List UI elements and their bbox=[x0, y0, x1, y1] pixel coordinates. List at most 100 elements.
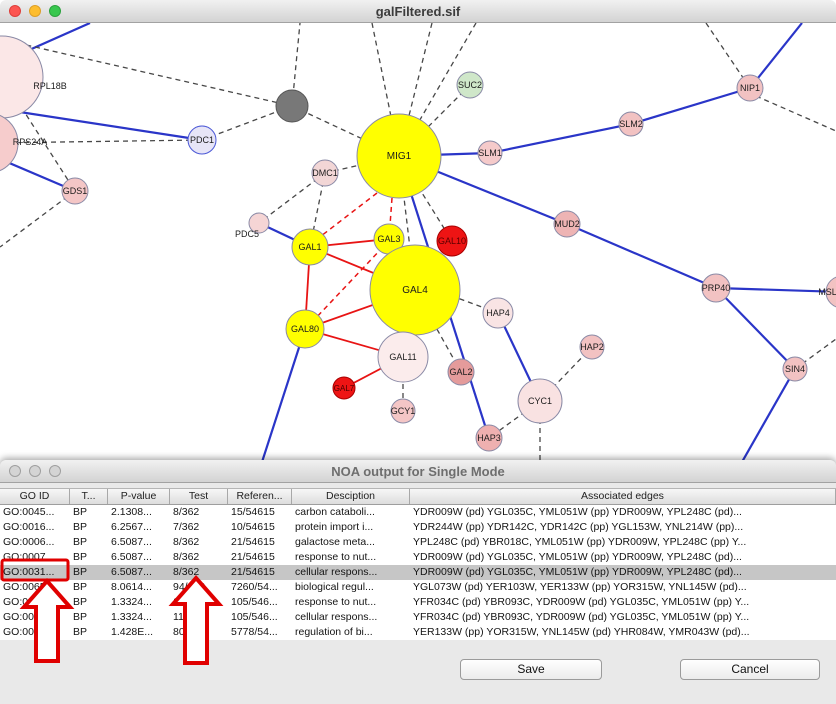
node-label: GAL2 bbox=[449, 367, 472, 377]
node-DMC1[interactable] bbox=[311, 159, 339, 187]
node-NIP1[interactable] bbox=[736, 74, 764, 102]
noa-window-titlebar[interactable]: NOA output for Single Mode bbox=[0, 460, 836, 483]
node-SLM1[interactable] bbox=[477, 140, 503, 166]
cell: cellular respons... bbox=[295, 566, 378, 578]
cell: GO:0006... bbox=[3, 536, 55, 548]
cell: BP bbox=[73, 506, 88, 518]
cell: cellular respons... bbox=[295, 611, 378, 623]
node-SIN4[interactable] bbox=[782, 356, 808, 382]
column-header-6[interactable]: Associated edges bbox=[410, 489, 836, 504]
graph-edge bbox=[398, 23, 433, 157]
node-GDS1[interactable] bbox=[61, 177, 89, 205]
node-label: GDS1 bbox=[63, 186, 88, 196]
zoom-button[interactable] bbox=[49, 465, 61, 477]
node-HAP3[interactable] bbox=[475, 424, 503, 452]
minimize-button[interactable] bbox=[29, 5, 41, 17]
cell: YDR009W (pd) YGL035C, YML051W (pp) YDR00… bbox=[413, 566, 742, 578]
node-label: HAP4 bbox=[486, 308, 510, 318]
node-label: RPL18B bbox=[33, 81, 67, 91]
cell: 94/362 bbox=[173, 581, 206, 593]
node-PDC1[interactable] bbox=[187, 125, 217, 155]
node-label: SIN4 bbox=[785, 364, 805, 374]
cell: GO:0016... bbox=[3, 521, 55, 533]
cell: response to nut... bbox=[295, 551, 377, 563]
cell: 11/362 bbox=[173, 611, 205, 623]
node-label: DMC1 bbox=[312, 168, 338, 178]
cell: YFR034C (pd) YBR093C, YDR009W (pd) YGL03… bbox=[413, 611, 750, 623]
cell: YFR034C (pd) YBR093C, YDR009W (pd) YGL03… bbox=[413, 596, 750, 608]
cell: BP bbox=[73, 551, 88, 563]
column-header-0[interactable]: GO ID bbox=[0, 489, 70, 504]
column-header-4[interactable]: Referen... bbox=[228, 489, 292, 504]
node-SLM2[interactable] bbox=[618, 111, 644, 137]
node-GAL80[interactable] bbox=[285, 309, 325, 349]
cell: 6.5087... bbox=[111, 566, 152, 578]
graph-edge bbox=[489, 122, 632, 155]
node-GAL1[interactable] bbox=[291, 228, 329, 266]
node-label: GAL7 bbox=[334, 384, 355, 393]
node-HAP2[interactable] bbox=[579, 334, 605, 360]
cell: 21/54615 bbox=[231, 551, 275, 563]
node-PRP40[interactable] bbox=[701, 273, 731, 303]
node-HAP4[interactable] bbox=[482, 297, 514, 329]
minimize-button[interactable] bbox=[29, 465, 41, 477]
node-GCY1[interactable] bbox=[390, 398, 416, 424]
column-header-1[interactable]: T... bbox=[70, 489, 108, 504]
cancel-button[interactable]: Cancel bbox=[680, 659, 820, 680]
cell: 11/362 bbox=[173, 596, 205, 608]
cell: 8/362 bbox=[173, 551, 200, 563]
node-RPS24A[interactable] bbox=[0, 113, 19, 173]
cell: 5778/54... bbox=[231, 626, 278, 638]
node-PDC5[interactable] bbox=[248, 212, 270, 234]
node-unlabeled[interactable] bbox=[275, 89, 309, 123]
node-GAL7[interactable] bbox=[332, 376, 356, 400]
cell: 21/54615 bbox=[231, 536, 275, 548]
close-button[interactable] bbox=[9, 5, 21, 17]
column-header-3[interactable]: Test bbox=[170, 489, 228, 504]
node-label: HAP3 bbox=[477, 433, 501, 443]
cell: biological regul... bbox=[295, 581, 374, 593]
node-label: MUD2 bbox=[554, 219, 580, 229]
cell: BP bbox=[73, 536, 88, 548]
cell: 105/546... bbox=[231, 611, 278, 623]
graph-edge bbox=[741, 368, 796, 461]
node-GAL11[interactable] bbox=[377, 331, 429, 383]
close-button[interactable] bbox=[9, 465, 21, 477]
cell: GO:0007... bbox=[3, 596, 55, 608]
cell: 1.3324... bbox=[111, 596, 152, 608]
save-button[interactable]: Save bbox=[460, 659, 602, 680]
cell: BP bbox=[73, 611, 88, 623]
node-CYC1[interactable] bbox=[517, 378, 563, 424]
zoom-button[interactable] bbox=[49, 5, 61, 17]
node-GAL10[interactable] bbox=[436, 225, 468, 257]
cell: BP bbox=[73, 626, 88, 638]
cell: 7260/54... bbox=[231, 581, 278, 593]
cell: 7/362 bbox=[173, 521, 200, 533]
node-MSL1[interactable] bbox=[825, 276, 836, 308]
node-RPL18B[interactable] bbox=[0, 35, 44, 119]
column-header-2[interactable]: P-value bbox=[108, 489, 170, 504]
cell: 6.5087... bbox=[111, 536, 152, 548]
cell: GO:0065... bbox=[3, 581, 55, 593]
node-GAL2[interactable] bbox=[447, 358, 475, 386]
cell: galactose meta... bbox=[295, 536, 375, 548]
node-MIG1[interactable] bbox=[356, 113, 442, 199]
node-SUC2[interactable] bbox=[456, 71, 484, 99]
cell: protein import i... bbox=[295, 521, 374, 533]
column-header-5[interactable]: Desciption bbox=[292, 489, 410, 504]
node-MUD2[interactable] bbox=[553, 210, 581, 238]
graph-window-titlebar[interactable]: galFiltered.sif bbox=[0, 0, 836, 23]
graph-edge bbox=[0, 107, 203, 142]
